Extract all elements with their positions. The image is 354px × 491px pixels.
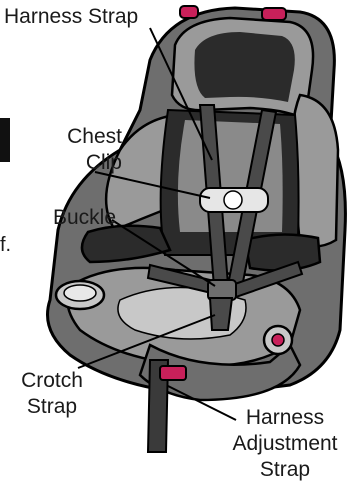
label-crotch-strap: Crotch Strap — [14, 368, 90, 420]
label-chest-clip-line2: Clip — [36, 150, 122, 176]
label-harness-strap-text: Harness Strap — [4, 5, 138, 28]
label-harness-adjustment-line1: Harness — [222, 405, 348, 431]
chest-clip-logo — [224, 191, 242, 209]
label-harness-adjustment-strap: Harness Adjustment Strap — [222, 405, 348, 483]
headrest-tab-left — [180, 6, 198, 18]
label-buckle: Buckle — [53, 205, 116, 231]
label-chest-clip-line1: Chest — [36, 124, 122, 150]
cup-holder-inner — [64, 285, 96, 301]
page-edge-bar — [0, 118, 10, 162]
edge-text-fragment-text: f. — [0, 234, 11, 256]
side-knob-center — [272, 334, 284, 346]
label-harness-adjustment-line3: Strap — [222, 457, 348, 483]
label-harness-adjustment-line2: Adjustment — [222, 431, 348, 457]
label-buckle-text: Buckle — [53, 206, 116, 229]
headrest-tab-right — [262, 8, 286, 20]
label-crotch-strap-line1: Crotch — [14, 368, 90, 394]
label-chest-clip: Chest Clip — [36, 124, 122, 176]
label-harness-strap: Harness Strap — [2, 4, 140, 30]
adjustment-lever — [160, 366, 186, 380]
edge-text-fragment: f. — [0, 232, 11, 258]
label-crotch-strap-line2: Strap — [14, 394, 90, 420]
crotch-strap — [210, 298, 232, 330]
headrest-inner — [194, 32, 294, 102]
right-armrest — [245, 234, 320, 270]
